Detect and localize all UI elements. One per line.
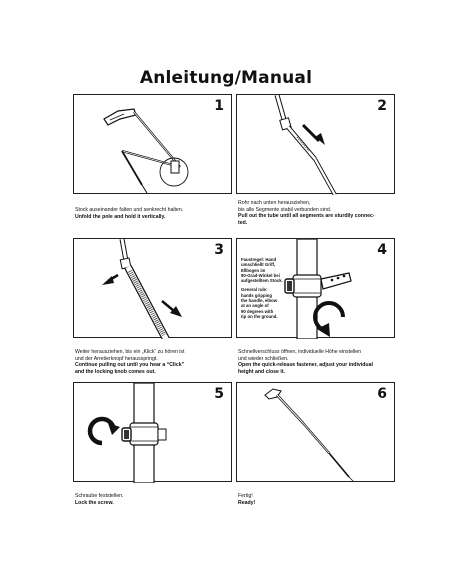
step-2-panel: 2 <box>236 94 395 195</box>
step-1-text-en: Unfold the pole and hold it vertically. <box>75 213 166 220</box>
step-5-rotate-arrow-icon <box>108 423 120 435</box>
step-5-panel: 5 <box>73 382 232 483</box>
step-5-caption: Schraube feststellen. Lock the screw. <box>75 493 235 506</box>
step-2-direction-arrow-icon <box>315 133 325 145</box>
step-4-panel: 4 Faustregel: Hand umschließt Griff, Ell… <box>236 238 395 339</box>
step-4-number: 4 <box>377 242 387 258</box>
step-3-illustration <box>102 239 182 339</box>
step-4-note-en-6: tip on the ground. <box>241 313 278 319</box>
step-2-text-de-2: bis alle Segmente stabil verbunden sind. <box>238 206 332 213</box>
step-4-note-en-4: at an angle of <box>241 303 269 309</box>
step-4-note-en-1: General rule: <box>241 287 268 293</box>
step-3-text-de-2: und der Arretierknopf herausspringt. <box>75 355 158 362</box>
step-3-text-en-1: Continue pulling out until you hear a “C… <box>75 362 185 369</box>
step-5-illustration <box>87 383 167 483</box>
step-5-text-de: Schraube feststellen. <box>75 493 124 499</box>
step-3-arrow-down-icon <box>170 306 182 317</box>
step-1-illustration <box>103 108 189 194</box>
step-4-illustration <box>284 239 352 339</box>
step-3-arrow-up-icon <box>102 276 114 285</box>
step-4-text-de-1: Schnellverschluss öffnen, individuelle H… <box>238 349 362 355</box>
step-4-text-en-1: Open the quick-release fastener, adjust … <box>238 362 373 369</box>
step-6-text-de: Fertig! <box>238 493 253 499</box>
step-2-text-en-2: ted. <box>238 219 248 226</box>
step-4-note-de-5: aufgestelltem Stock. <box>241 278 283 284</box>
step-2-text-en-1: Pull out the tube until all segments are… <box>238 213 375 220</box>
step-2-text-de-1: Rohr nach unten herausziehen, <box>238 200 311 206</box>
step-2-caption: Rohr nach unten herausziehen, bis alle S… <box>238 200 398 226</box>
step-4-text-de-2: und wieder schließen. <box>238 355 289 362</box>
step-1-number: 1 <box>214 98 224 114</box>
step-2-illustration <box>274 95 337 195</box>
step-3-text-en-2: and the locking knob comes out. <box>75 368 156 375</box>
step-4-text-en-2: height and close it. <box>238 368 285 375</box>
step-4-note-de-4: 90-Grad-Winkel bei <box>241 272 280 278</box>
step-4-note: Faustregel: Hand umschließt Griff, Ellbo… <box>241 257 283 319</box>
step-6-text-en: Ready! <box>238 499 256 506</box>
step-6-number: 6 <box>377 386 387 402</box>
step-6-panel: 6 <box>236 382 395 482</box>
step-3-caption: Weiter herausziehen, bis ein „Klick“ zu … <box>75 349 235 375</box>
step-6-caption: Fertig! Ready! <box>238 493 398 506</box>
step-2-number: 2 <box>377 98 387 114</box>
step-1-caption: Stock auseinander falten und senkrecht h… <box>75 207 235 220</box>
manual-title: Anleitung/Manual <box>139 68 313 88</box>
step-4-note-en-2: hands gripping <box>241 292 273 298</box>
step-3-number: 3 <box>214 242 224 258</box>
step-4-note-de-2: umschließt Griff, <box>241 262 276 268</box>
step-1-panel: 1 <box>73 94 232 194</box>
step-4-rotate-arrow-icon <box>317 323 330 337</box>
step-5-number: 5 <box>214 386 224 402</box>
step-3-text-de-1: Weiter herausziehen, bis ein „Klick“ zu … <box>75 349 185 355</box>
step-4-note-de-1: Faustregel: Hand <box>241 257 277 262</box>
step-4-caption: Schnellverschluss öffnen, individuelle H… <box>238 349 398 375</box>
step-4-note-de-3: Ellbogen im <box>241 267 266 273</box>
step-6-illustration <box>264 388 354 482</box>
step-3-panel: 3 <box>73 238 232 339</box>
step-4-note-en-3: the handle, elbow <box>241 298 278 304</box>
step-4-note-en-5: 90 degrees with <box>241 308 274 314</box>
step-5-text-en: Lock the screw. <box>75 499 114 506</box>
step-1-text-de: Stock auseinander falten und senkrecht h… <box>75 207 184 213</box>
